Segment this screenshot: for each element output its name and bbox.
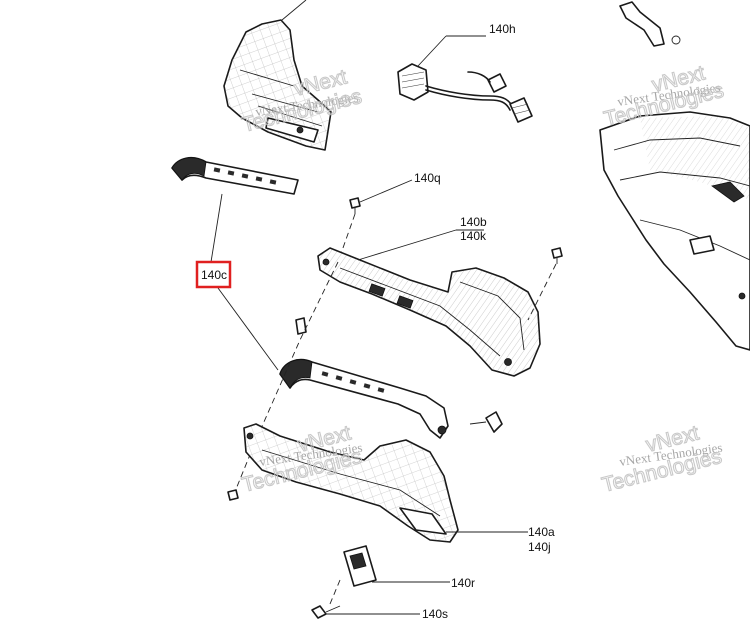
plate-140r-part <box>343 545 377 587</box>
clip-part <box>469 411 503 433</box>
leader-top <box>281 0 307 21</box>
callout-140r[interactable]: 140r <box>451 576 475 590</box>
leader-140h <box>417 35 486 67</box>
callout-140s[interactable]: 140s <box>422 607 448 621</box>
callout-140c[interactable]: 140c <box>201 268 227 282</box>
top-right-bracket-part <box>619 1 681 47</box>
dashed-line-right-screw <box>527 263 557 321</box>
callout-140a[interactable]: 140a <box>528 525 555 539</box>
upper-grab-handle-part <box>171 156 299 195</box>
callout-140b[interactable]: 140b <box>460 215 487 229</box>
callout-140j[interactable]: 140j <box>528 540 551 554</box>
callout-140k[interactable]: 140k <box>460 229 487 243</box>
top-left-cover-part <box>223 19 332 151</box>
leader-140c-up <box>210 193 223 263</box>
screw-140s-part <box>311 605 341 619</box>
leader-140q <box>359 179 413 203</box>
leader-140b <box>357 229 484 261</box>
screw-right-part <box>551 247 563 264</box>
watermark-middle-right: vNext Technologies Technologies vNext <box>599 421 725 497</box>
right-body-panel-part <box>599 111 750 351</box>
callout-140q[interactable]: 140q <box>414 171 441 185</box>
dashed-line-assembly <box>233 261 339 495</box>
leader-140c-down <box>217 287 279 371</box>
lower-grab-handle-part <box>279 358 449 439</box>
lower-side-panel-part <box>243 423 459 543</box>
screw-140q-part <box>349 197 361 214</box>
screw-lower-left-part <box>227 489 239 501</box>
dashed-line-140s <box>329 579 341 605</box>
wire-harness-part <box>397 63 533 123</box>
pin-part <box>295 317 307 335</box>
callout-140h[interactable]: 140h <box>489 22 516 36</box>
handle-bracket-part <box>317 247 541 377</box>
callout-140c-highlight-box[interactable] <box>195 260 232 289</box>
